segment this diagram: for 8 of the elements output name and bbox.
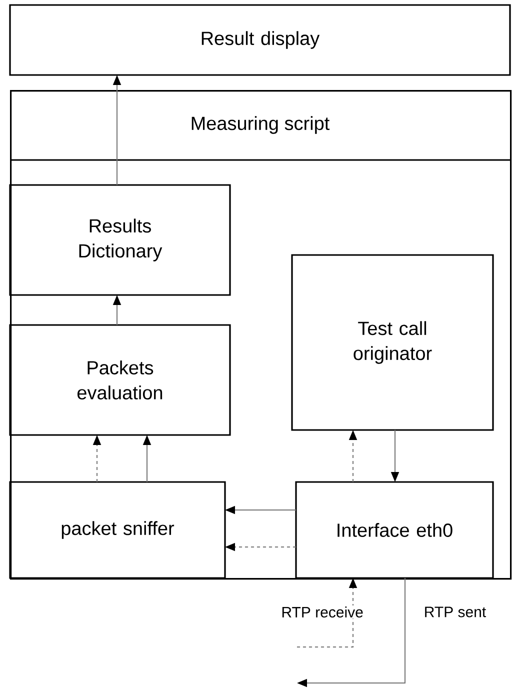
edge-label: RTP sent (422, 606, 488, 618)
process-box: Test call originator (291, 254, 494, 431)
process-box: packet sniffer (9, 481, 226, 579)
display-box: Result display (9, 4, 511, 76)
edge-label: RTP receive (280, 606, 364, 619)
interface-box: Interface eth0 (295, 481, 494, 579)
process-box: Results Dictionary (9, 184, 231, 296)
process-box: Packets evaluation (9, 324, 231, 436)
